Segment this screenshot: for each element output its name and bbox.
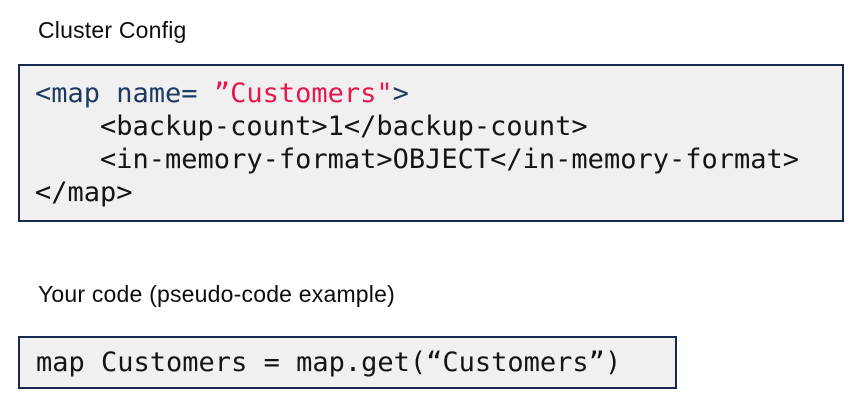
cluster-config-heading: Cluster Config — [38, 17, 187, 43]
xml-tag-open-token: <map name= — [35, 78, 214, 109]
xml-map-close-line: </map> — [35, 177, 133, 208]
your-code-heading: Your code (pseudo-code example) — [38, 281, 395, 307]
pseudo-code-block: map Customers = map.get(“Customers”) — [18, 336, 677, 389]
xml-tag-close-bracket: > — [392, 78, 409, 109]
xml-backup-count-line: <backup-count>1</backup-count> — [35, 111, 588, 142]
pseudo-code-line: map Customers = map.get(“Customers”) — [36, 347, 622, 378]
xml-in-memory-format-line: <in-memory-format>OBJECT</in-memory-form… — [35, 144, 800, 175]
xml-map-open-line: <map name= ”Customers"> — [35, 77, 842, 110]
cluster-config-code-block: <map name= ”Customers"> <backup-count>1<… — [18, 64, 844, 222]
xml-name-attribute-string: ”Customers" — [213, 78, 393, 109]
